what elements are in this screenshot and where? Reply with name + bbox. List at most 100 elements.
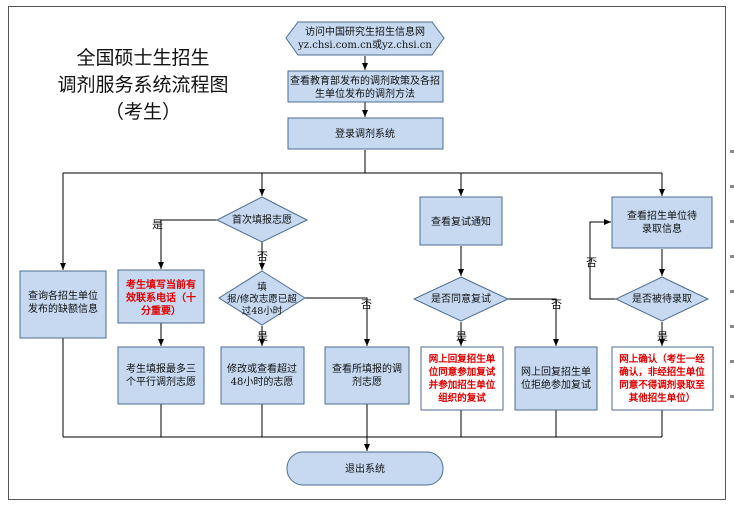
edge-mark: [730, 360, 734, 363]
check-retest-text: 查看复试通知: [431, 215, 491, 228]
node-login: 登录调剂系统: [287, 117, 444, 150]
node-agree-yes: 网上回复招生单 位同意参加复试 并参加招生单位 组织的复试: [420, 346, 504, 411]
node-confirm: 网上确认（考生一经 确认，非经招生单位 同意不得调剂录取至 其他招生单位）: [611, 346, 714, 411]
confirm-text-3: 同意不得调剂录取至: [619, 379, 705, 391]
pending-admit-shape: [614, 276, 710, 322]
phone-text-3: 分重要）: [141, 304, 181, 317]
edge-mark: [730, 150, 734, 153]
label-first-no: 否: [257, 250, 268, 263]
node-agree-retest: 是否同意复试: [412, 276, 510, 322]
branch-labels: 是 否 是 否 是 否 是 否: [152, 218, 668, 343]
edge-mark: [730, 220, 734, 223]
start-text-1: 访问中国研究生招生信息网: [305, 25, 425, 38]
node-phone: 考生填写当前有 效联系电话（十 分重要）: [117, 269, 205, 324]
login-shape: [287, 117, 444, 150]
vacancy-shape: [19, 270, 107, 339]
node-over48: 填 报/修改志愿已超 过48小时: [218, 270, 306, 326]
diagram-frame: [8, 6, 726, 500]
confirm-text-1: 网上确认（考生一经: [619, 353, 705, 365]
start-shape: [285, 21, 445, 56]
node-vacancy: 查询各招生单位 发布的缺额信息: [19, 270, 107, 339]
view-shape: [324, 346, 410, 405]
node-fill3: 考生填报最多三 个平行调剂志愿: [117, 346, 205, 405]
label-agree-no: 否: [551, 298, 562, 311]
fill3-text-2: 个平行调剂志愿: [126, 375, 196, 388]
modify-shape: [220, 346, 305, 405]
node-start: 访问中国研究生招生信息网 yz.chsi.com.cn或yz.chsi.cn: [285, 21, 445, 56]
agree-retest-shape: [412, 276, 510, 322]
edge-first-yes: [158, 219, 217, 269]
modify-text-2: 48小时的志愿: [231, 375, 294, 388]
node-view: 查看所填报的调 剂志愿: [324, 346, 410, 405]
vacancy-text-2: 发布的缺额信息: [28, 302, 98, 315]
edge-over48-no: [305, 297, 370, 346]
over48-text-1: 填: [257, 281, 267, 293]
fill3-shape: [117, 346, 205, 405]
node-exit: 退出系统: [286, 451, 444, 486]
node-first-time: 首次填报志愿: [215, 196, 309, 243]
confirm-text-4: 其他招生单位）: [629, 392, 696, 404]
agree-no-text-1: 网上回复招生单: [521, 365, 591, 378]
confirm-shape: [611, 346, 714, 411]
policy-shape: [287, 70, 444, 103]
view-text-1: 查看所填报的调: [332, 362, 402, 375]
agree-retest-text: 是否同意复试: [431, 292, 491, 305]
node-policy: 查看教育部发布的调剂政策及各招 生单位发布的调剂方法: [287, 70, 444, 103]
over48-shape: [218, 270, 306, 326]
agree-no-text-2: 位拒绝参加复试: [521, 378, 591, 391]
start-text-2: yz.chsi.com.cn或yz.chsi.cn: [297, 39, 432, 51]
title-line-2: 调剂服务系统流程图: [57, 74, 228, 96]
edge-mark: [730, 255, 734, 258]
over48-text-3: 过48小时: [242, 305, 283, 317]
edge-admit-no-loop: [589, 219, 616, 300]
policy-text-2: 生单位发布的调剂方法: [315, 87, 415, 100]
node-check-retest: 查看复试通知: [419, 196, 503, 246]
label-admit-yes: 是: [657, 330, 668, 343]
agree-no-shape: [514, 346, 598, 411]
agree-yes-text-1: 网上回复招生单: [429, 353, 496, 365]
node-modify: 修改或查看超过 48小时的志愿: [220, 346, 305, 405]
first-time-shape: [215, 196, 309, 243]
modify-text-1: 修改或查看超过: [227, 362, 297, 375]
edge-mark: [730, 290, 734, 293]
edge-agree-no: [508, 298, 559, 346]
check-retest-shape: [419, 196, 503, 246]
title-line-1: 全国硕士生招生: [76, 47, 209, 69]
label-first-yes: 是: [152, 218, 163, 231]
login-text: 登录调剂系统: [335, 127, 395, 140]
connectors: [60, 56, 665, 451]
label-agree-yes: 是: [456, 330, 467, 343]
policy-text-1: 查看教育部发布的调剂政策及各招: [290, 74, 440, 87]
agree-yes-text-2: 位同意参加复试: [429, 366, 496, 378]
check-pending-shape: [611, 196, 713, 249]
check-pending-text-1: 查看招生单位待: [627, 209, 697, 222]
phone-text-2: 效联系电话（十: [126, 291, 196, 304]
node-check-pending: 查看招生单位待 录取信息: [611, 196, 713, 249]
first-time-text: 首次填报志愿: [232, 213, 292, 226]
pending-admit-text: 是否被待录取: [632, 292, 692, 305]
edge-mark: [730, 325, 734, 328]
confirm-text-2: 确认，非经招生单位: [619, 366, 705, 378]
fill3-text-1: 考生填报最多三: [126, 362, 196, 375]
over48-text-2: 报/修改志愿已超: [227, 293, 297, 305]
edge-mark: [730, 395, 734, 398]
diagram-title: 全国硕士生招生 调剂服务系统流程图 （考生）: [57, 47, 228, 123]
title-line-3: （考生）: [105, 101, 181, 123]
phone-text-1: 考生填写当前有: [126, 278, 196, 291]
edge-mark: [730, 185, 734, 188]
agree-yes-shape: [420, 346, 504, 411]
label-admit-no: 否: [586, 256, 597, 269]
view-text-2: 剂志愿: [352, 375, 382, 388]
label-over48-no: 否: [361, 298, 372, 311]
exit-text: 退出系统: [345, 462, 385, 475]
phone-shape: [117, 269, 205, 324]
node-agree-no: 网上回复招生单 位拒绝参加复试: [514, 346, 598, 411]
agree-yes-text-3: 并参加招生单位: [429, 379, 496, 391]
node-pending-admit: 是否被待录取: [614, 276, 710, 322]
check-pending-text-2: 录取信息: [642, 222, 682, 235]
agree-yes-text-4: 组织的复试: [438, 392, 486, 404]
label-over48-yes: 是: [257, 330, 268, 343]
exit-shape: [286, 451, 444, 486]
vacancy-text-1: 查询各招生单位: [28, 289, 98, 302]
